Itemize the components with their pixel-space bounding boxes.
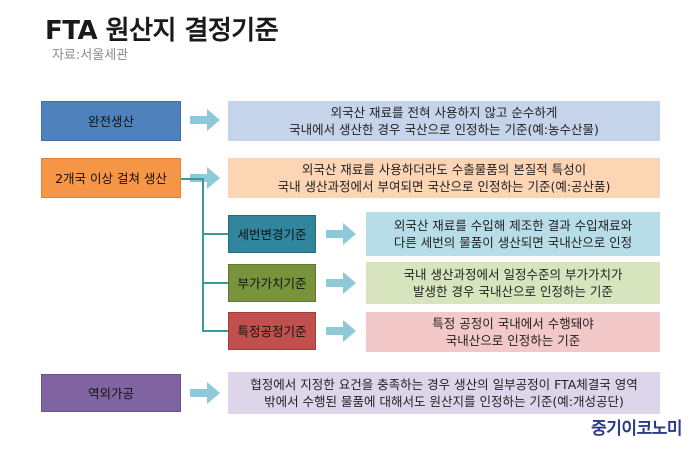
wholly-obtained-desc: 외국산 재료를 전혀 사용하지 않고 순수하게 국내에서 생산한 경우 국산으로… [228,101,660,141]
process-desc-line1: 특정 공정이 국내에서 수행돼야 [432,316,594,331]
value-added-desc: 국내 생산과정에서 일정수준의 부가가치가 발생한 경우 국내산으로 인정하는 … [366,262,660,304]
wholly-desc-line1: 외국산 재료를 전혀 사용하지 않고 순수하게 [330,105,558,120]
multi-country-desc: 외국산 재료를 사용하더라도 수출물품의 본질적 특성이 국내 생산과정에서 부… [228,158,660,198]
arrow-process-icon [326,320,356,342]
outward-processing-desc: 협정에서 지정한 요건을 충족하는 경우 생산의 일부공정이 FTA체결국 영역… [228,372,660,414]
outward-desc-line1: 협정에서 지정한 요건을 충족하는 경우 생산의 일부공정이 FTA체결국 영역 [250,377,638,392]
tariff-desc-line2: 다른 세번의 물품이 생산되면 국내산으로 인정 [393,235,633,250]
tariff-desc-line1: 외국산 재료를 수입해 제조한 결과 수입재료와 [393,218,633,233]
multi-desc-line1: 외국산 재료를 사용하더라도 수출물품의 본질적 특성이 [301,162,587,177]
wholly-obtained-label: 완전생산 [87,113,134,129]
outward-processing-label: 역외가공 [87,385,134,401]
branch-connector-vertical [202,178,204,331]
arrow-wholly-icon [190,109,220,131]
branch-connector-tariff [202,233,228,235]
value-desc-line1: 국내 생산과정에서 일정수준의 부가가치가 [403,267,623,282]
branch-connector-process [202,330,228,332]
wholly-obtained-box: 완전생산 [41,101,181,141]
tariff-shift-box: 세번변경기준 [228,215,316,253]
specific-process-label: 특정공정기준 [237,323,307,339]
arrow-tariff-icon [326,223,356,245]
value-added-box: 부가가치기준 [228,264,316,302]
branch-connector-value [202,282,228,284]
page-title: FTA 원산지 결정기준 [45,16,279,46]
outward-processing-box: 역외가공 [41,374,181,412]
tariff-shift-desc: 외국산 재료를 수입해 제조한 결과 수입재료와 다른 세번의 물품이 생산되면… [366,212,660,256]
arrow-value-icon [326,272,356,294]
multi-country-label: 2개국 이상 걸쳐 생산 [55,170,167,186]
brand-logo: 중기이코노미 [591,419,682,439]
outward-desc-line2: 밖에서 수행된 물품에 대해서도 원산지를 인정하는 기준(예:개성공단) [264,394,624,409]
wholly-desc-line2: 국내에서 생산한 경우 국산으로 인정하는 기준(예:농수산물) [289,122,599,137]
value-desc-line2: 발생한 경우 국내산으로 인정하는 기준 [413,284,613,299]
arrow-outward-icon [190,382,220,404]
multi-country-box: 2개국 이상 걸쳐 생산 [41,158,181,198]
process-desc-line2: 국내산으로 인정하는 기준 [445,333,581,348]
specific-process-box: 특정공정기준 [228,312,316,350]
value-added-label: 부가가치기준 [237,275,307,291]
multi-desc-line2: 국내 생산과정에서 부여되면 국산으로 인정하는 기준(예:공산품) [277,179,611,194]
tariff-shift-label: 세번변경기준 [237,226,307,242]
source-note: 자료:서울세관 [52,48,129,63]
branch-connector-horizontal [181,178,203,180]
specific-process-desc: 특정 공정이 국내에서 수행돼야 국내산으로 인정하는 기준 [366,312,660,352]
arrow-multi-icon [190,167,220,189]
